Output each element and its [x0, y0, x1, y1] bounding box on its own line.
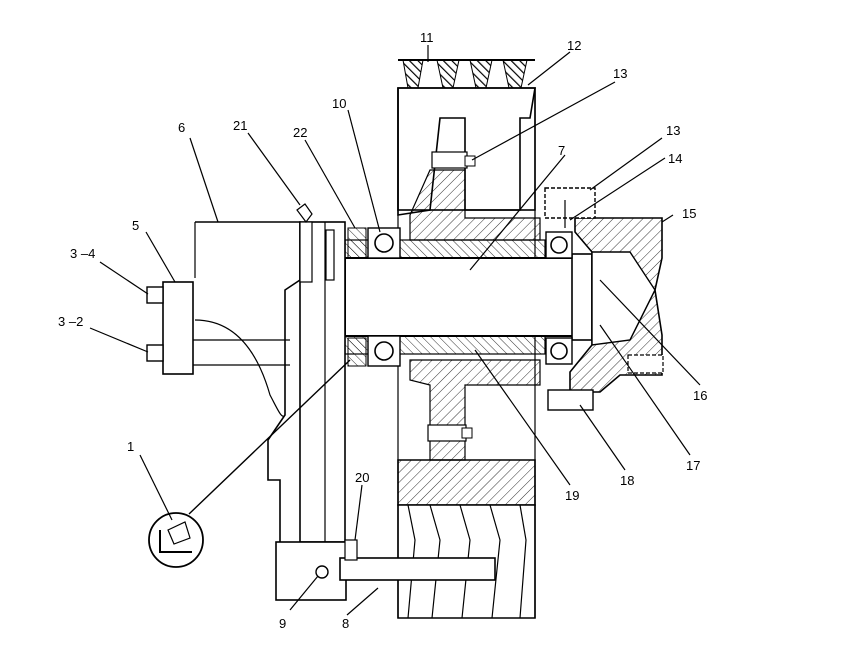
- callout-labels: 1 3 –2 3 –4 5 6 7 8 9 10 11 12 13 13 14 …: [58, 30, 707, 631]
- callout-17: 17: [686, 458, 700, 473]
- callout-3-2: 3 –2: [58, 314, 83, 329]
- callout-16: 16: [693, 388, 707, 403]
- callout-5: 5: [132, 218, 139, 233]
- v-belt-top: [398, 59, 535, 89]
- detail-view-seal: [148, 359, 351, 568]
- main-pulley: [397, 59, 541, 619]
- callout-13-top: 13: [613, 66, 627, 81]
- callout-7: 7: [558, 143, 565, 158]
- pulley-bolts: [427, 151, 476, 442]
- callout-6: 6: [178, 120, 185, 135]
- callout-19: 19: [565, 488, 579, 503]
- callout-22: 22: [293, 125, 307, 140]
- tension-arm-bracket: [194, 203, 346, 544]
- callout-9: 9: [279, 616, 286, 631]
- callout-12: 12: [567, 38, 581, 53]
- shaft: [344, 239, 605, 355]
- callout-15: 15: [682, 206, 696, 221]
- callout-13-right: 13: [666, 123, 680, 138]
- seal: [347, 227, 367, 367]
- v-belt-bottom: [407, 504, 527, 619]
- callout-14: 14: [668, 151, 682, 166]
- leader-lines: [89, 45, 701, 616]
- callout-1: 1: [127, 439, 134, 454]
- tension-rod: [275, 539, 496, 601]
- callout-20: 20: [355, 470, 369, 485]
- mount-flange: [146, 281, 290, 417]
- callout-21: 21: [233, 118, 247, 133]
- callout-10: 10: [332, 96, 346, 111]
- callout-3-4: 3 –4: [70, 246, 95, 261]
- end-cap: [544, 187, 664, 411]
- callout-8: 8: [342, 616, 349, 631]
- bearing-left: [367, 227, 401, 367]
- callout-11: 11: [420, 30, 434, 45]
- callout-18: 18: [620, 473, 634, 488]
- bearing-right: [545, 231, 573, 365]
